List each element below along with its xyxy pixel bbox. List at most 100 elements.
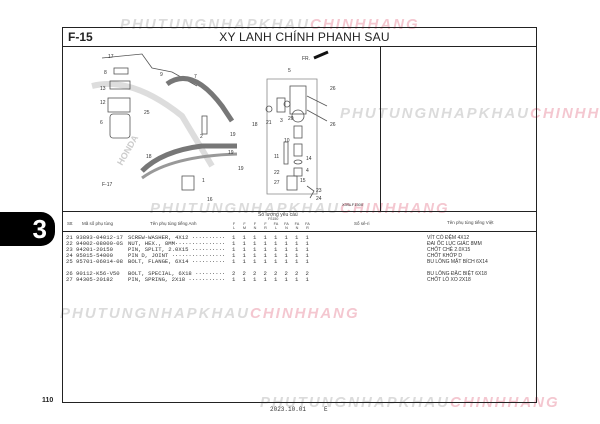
row-name-vn: CHỐT KHỚP D (427, 253, 462, 259)
row-qty: 1 (263, 252, 267, 259)
watermark-text: PHUTUNGNHAPKHAU (60, 305, 250, 322)
row-qty: 1 (274, 276, 278, 283)
row-qty: 1 (274, 246, 278, 253)
watermark-text: PHUTUNGNHAPKHAU (340, 105, 530, 122)
row-name-en: SCREW-WASHER, 4X12 ·········· (128, 234, 226, 241)
row-name-en: BOLT, FLANGE, 6X14 ·········· (128, 258, 226, 265)
variant-code: L (232, 226, 236, 230)
header-qty: Số lượng yêu cầu (258, 212, 298, 218)
table-header: Stt Mã số phụ tùng Tên phụ tùng tiếng An… (62, 212, 537, 232)
callout-5: 5 (288, 68, 291, 74)
variant-type: FA (294, 222, 300, 226)
row-qty: 1 (253, 258, 257, 265)
row-qty: 1 (242, 258, 246, 265)
table-row: 27 94305-20182 PIN, SPRING, 2X18 ·······… (62, 276, 537, 284)
row-qty: 2 (305, 270, 309, 277)
row-qty: 1 (242, 246, 246, 253)
row-name-en: PIN D, JOINT ················ (128, 252, 226, 259)
row-qty: 1 (295, 252, 299, 259)
row-qty: 1 (284, 246, 288, 253)
row-no: 27 (66, 276, 73, 283)
callout-23: 23 (316, 188, 322, 194)
watermark-text: CHINHHANG (310, 16, 420, 33)
print-date: 2023.10.01 (270, 406, 307, 413)
table-row: 23 94201-20150 PIN, SPLIT, 2.0X15 ······… (62, 246, 537, 254)
row-no: 24 (66, 252, 73, 259)
watermark: PHUTUNGNHAPKHAUCHINHHANG (120, 16, 420, 33)
variant-type: F (243, 222, 246, 226)
watermark: PHUTUNGNHAPKHAUCHINHHANG (340, 105, 600, 122)
row-qty: 1 (295, 240, 299, 247)
drawing-code: X3SLF1500 (342, 202, 364, 207)
title-row: F-15 XY LANH CHÍNH PHANH SAU (62, 27, 537, 47)
row-qty: 2 (253, 270, 257, 277)
row-qty: 1 (263, 240, 267, 247)
header-name-en: Tên phụ tùng tiếng Anh (150, 221, 197, 226)
callout-4: 4 (306, 168, 309, 174)
row-qty: 1 (295, 234, 299, 241)
front-arrow-label: FR. (302, 56, 310, 62)
callout-10: 10 (284, 138, 290, 144)
row-qty: 1 (253, 276, 257, 283)
row-qty: 1 (295, 276, 299, 283)
row-qty: 1 (305, 276, 309, 283)
callout-26: 26 (330, 86, 336, 92)
variant-code: M (242, 226, 247, 230)
row-name-en: NUT, HEX., 8MM··············· (128, 240, 226, 247)
watermark-text: CHINHHANG (340, 200, 450, 217)
row-name-vn: ĐAI ỐC LỤC GIÁC 8MM (427, 241, 482, 247)
row-qty: 1 (284, 240, 288, 247)
callout-22: 22 (274, 170, 280, 176)
header-part-no: Mã số phụ tùng (82, 221, 114, 226)
row-no: 22 (66, 240, 73, 247)
table-row: 24 95015-54000 PIN D, JOINT ············… (62, 252, 537, 260)
row-part-number: 90112-K56-V50 (76, 270, 120, 277)
row-no: 23 (66, 246, 73, 253)
variant-type: F (264, 222, 267, 226)
watermark: PHUTUNGNHAPKHAUCHINHHANG (60, 305, 360, 322)
row-qty: 1 (284, 234, 288, 241)
table-row: 25 95701-06014-08 BOLT, FLANGE, 6X14 ···… (62, 258, 537, 266)
row-qty: 1 (263, 234, 267, 241)
section-tab: 3 (0, 212, 55, 246)
row-qty: 1 (274, 258, 278, 265)
reference-label: F-17 (102, 182, 113, 188)
watermark-text: PHUTUNGNHAPKHAU (150, 200, 340, 217)
callout-1: 1 (202, 178, 205, 184)
row-qty: 2 (274, 270, 278, 277)
callout-9: 9 (160, 72, 163, 78)
row-qty: 1 (284, 258, 288, 265)
row-qty: 1 (242, 276, 246, 283)
row-qty: 1 (253, 252, 257, 259)
right-panel (380, 46, 537, 212)
callout-14: 14 (306, 156, 312, 162)
row-name-en: PIN, SPRING, 2X18 ··········· (128, 276, 226, 283)
callout-17: 17 (108, 54, 114, 60)
page-number: 110 (42, 397, 54, 404)
row-qty: 1 (232, 234, 236, 241)
row-part-number: 94201-20150 (76, 246, 113, 253)
callout-19: 19 (230, 132, 236, 138)
callout-12: 12 (100, 100, 106, 106)
row-qty: 1 (305, 234, 309, 241)
row-name-vn: VÍT CÓ ĐỆM 4X12 (427, 235, 470, 241)
table-row: 26 90112-K56-V50 BOLT, SPECIAL, 6X18 ···… (62, 270, 537, 278)
callout-18: 18 (252, 122, 258, 128)
callout-21: 21 (266, 120, 272, 126)
row-no: 21 (66, 234, 73, 241)
callout-7: 7 (194, 74, 197, 80)
row-qty: 1 (284, 252, 288, 259)
row-qty: 1 (232, 258, 236, 265)
row-qty: 1 (305, 258, 309, 265)
diagram-drawing: 17 8 13 12 6 25 9 7 2 19 18 16 1 5 3 20 … (91, 50, 364, 207)
row-qty: 1 (253, 246, 257, 253)
page-frame (62, 27, 537, 403)
row-part-number: 94305-20182 (76, 276, 113, 283)
variant-code: N (295, 226, 299, 230)
row-part-number: 95015-54000 (76, 252, 113, 259)
variant-code: R (264, 226, 267, 230)
callout-19b: 19 (228, 150, 234, 156)
